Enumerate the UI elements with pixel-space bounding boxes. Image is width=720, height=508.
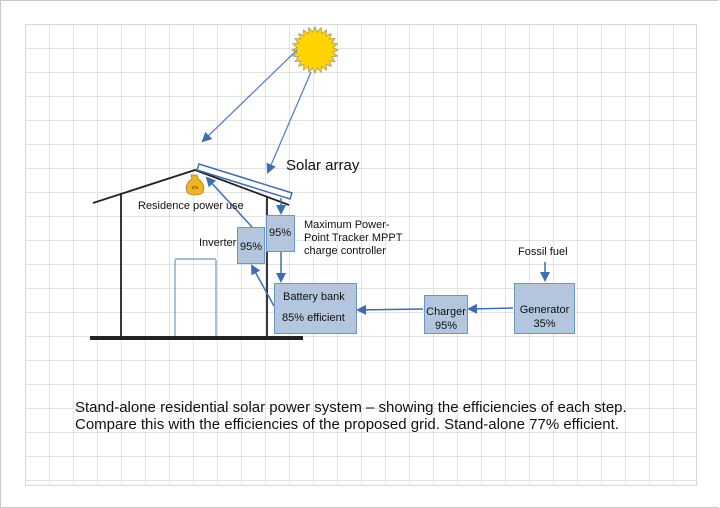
inverter-efficiency: 95% <box>240 241 263 253</box>
generator-efficiency: 35% <box>533 318 556 330</box>
inverter-to-residence-arrow <box>205 176 253 228</box>
light-bulb-icon <box>185 174 205 196</box>
caption-line-2: Compare this with the efficiencies of th… <box>75 416 619 433</box>
sunlight-arrow-right <box>266 71 312 174</box>
door-outline <box>174 258 217 336</box>
drawing-page <box>25 24 697 486</box>
fossil-fuel-label: Fossil fuel <box>518 246 568 258</box>
mppt-line-3: charge controller <box>304 245 386 257</box>
charger-efficiency: 95% <box>434 320 458 332</box>
generator-to-charger-arrow <box>467 303 514 314</box>
generator-title: Generator <box>519 304 570 316</box>
charger-box: Charger 95% <box>424 295 468 334</box>
battery-efficiency: 85% efficient <box>282 312 345 324</box>
residence-power-use-label: Residence power use <box>138 200 244 212</box>
mppt-efficiency: 95% <box>269 227 292 239</box>
charger-to-battery-arrow <box>356 304 424 315</box>
mppt-line-2: Point Tracker MPPT <box>304 232 403 244</box>
battery-title: Battery bank <box>283 291 345 303</box>
battery-to-inverter-arrow <box>251 264 275 307</box>
caption-line-1: Stand-alone residential solar power syst… <box>75 399 627 416</box>
inverter-box: 95% <box>237 227 265 264</box>
mppt-line-1: Maximum Power- <box>304 219 390 231</box>
caption: Stand-alone residential solar power syst… <box>75 399 627 433</box>
sunlight-arrow-left <box>201 49 298 143</box>
mppt-box: 95% <box>266 215 295 252</box>
charger-title: Charger <box>426 306 466 318</box>
inverter-label: Inverter <box>199 237 237 249</box>
sun-icon <box>290 25 340 75</box>
solar-array-label: Solar array <box>286 157 360 174</box>
generator-box: Generator 35% <box>514 283 575 334</box>
house-outline <box>90 169 303 340</box>
solar-panel-icon <box>196 163 293 200</box>
mppt-description: Maximum Power- Point Tracker MPPT charge… <box>304 219 402 258</box>
battery-bank-box: Battery bank 85% efficient <box>274 283 357 334</box>
